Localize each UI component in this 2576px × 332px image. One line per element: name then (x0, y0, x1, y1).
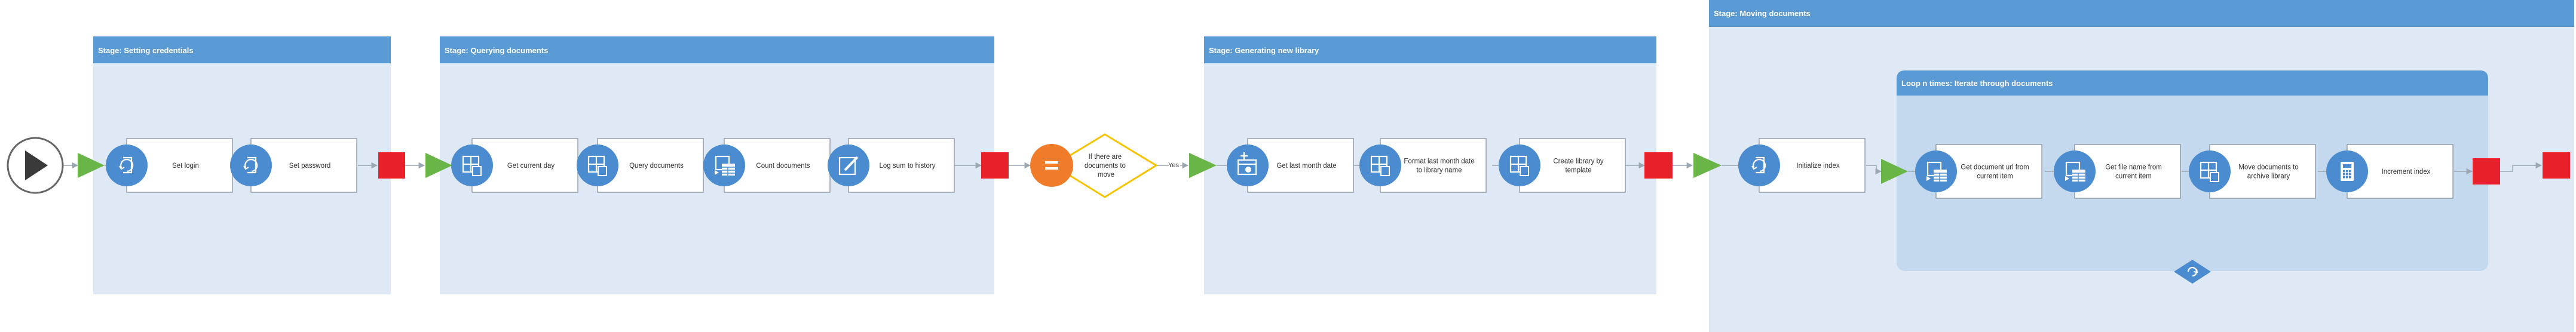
equals-icon (1030, 144, 1073, 187)
loop-start-marker[interactable] (1881, 159, 1908, 184)
stage-header[interactable] (1709, 0, 2574, 27)
activity-label: Increment index (2382, 168, 2431, 176)
play-button[interactable] (7, 137, 64, 194)
stage-header[interactable] (1204, 36, 1656, 63)
stage-end-marker[interactable] (2543, 152, 2570, 179)
activity-initialize-index[interactable]: Initialize index (1738, 138, 1866, 193)
grid-doc-icon (1499, 145, 1540, 186)
loop-refresh-icon[interactable] (2174, 260, 2211, 284)
activities: Set login Set password Get current day Quer… (106, 138, 2454, 199)
stage-start-marker[interactable] (1693, 153, 1722, 178)
activity-label: Set password (289, 162, 331, 170)
activity-query-documents[interactable]: Query documents (577, 138, 704, 193)
activity-get-current-day[interactable]: Get current day (451, 138, 578, 193)
stage-end-marker[interactable] (1644, 152, 1673, 179)
decision-label: If there are documents to move (1085, 153, 1128, 179)
decision-node[interactable]: If there are documents to move (1030, 133, 1158, 198)
stage-header[interactable] (93, 36, 391, 63)
activity-set-login[interactable]: Set login (106, 138, 233, 193)
activity-set-password[interactable]: Set password (230, 138, 357, 193)
refresh-icon (106, 145, 148, 186)
activity-label: Get last month date (1276, 162, 1336, 170)
refresh-icon (1738, 145, 1780, 186)
activity-get-last-month-date[interactable]: Get last month date (1227, 138, 1354, 193)
activity-label: Initialize index (1796, 162, 1839, 170)
table-icon (2054, 150, 2096, 192)
table-icon (703, 145, 745, 186)
stage-start-marker[interactable] (425, 153, 452, 178)
calendar-icon (1227, 145, 1269, 186)
markers (78, 152, 2570, 185)
activity-count-documents[interactable]: Count documents (703, 138, 831, 193)
activity-increment-index[interactable]: Increment index (2326, 144, 2454, 199)
table-icon (1915, 150, 1957, 192)
activity-label: Count documents (756, 162, 810, 170)
edit-icon (828, 145, 869, 186)
play-icon (25, 150, 48, 180)
activity-label: Log sum to history (880, 162, 936, 170)
stage-header[interactable] (440, 36, 994, 63)
stage-title: Stage: Moving documents (1714, 9, 1811, 18)
activity-label: Query documents (629, 162, 684, 170)
loop-end-marker[interactable] (2473, 158, 2500, 185)
grid-doc-icon (577, 145, 618, 186)
activity-label: Get current day (507, 162, 555, 170)
stage-end-marker[interactable] (378, 152, 405, 179)
stage-end-marker[interactable] (981, 152, 1009, 179)
grid-doc-icon (451, 145, 493, 186)
stage-start-marker[interactable] (1189, 153, 1217, 178)
grid-doc-icon (1359, 145, 1401, 186)
stage-title: Stage: Generating new library (1209, 46, 1319, 55)
stage-title: Stage: Querying documents (445, 46, 548, 55)
activity-log-sum-to-history[interactable]: Log sum to history (828, 138, 955, 193)
grid-doc-icon (2189, 150, 2231, 192)
loop-header[interactable] (1897, 70, 2488, 96)
stage-start-marker[interactable] (78, 153, 105, 178)
refresh-icon (230, 145, 272, 186)
calculator-icon (2326, 150, 2368, 192)
stage-title: Stage: Setting credentials (98, 46, 194, 55)
loop-title: Loop n times: Iterate through documents (1901, 79, 2053, 88)
activity-label: Set login (172, 162, 199, 170)
yes-label: Yes (1168, 162, 1179, 169)
